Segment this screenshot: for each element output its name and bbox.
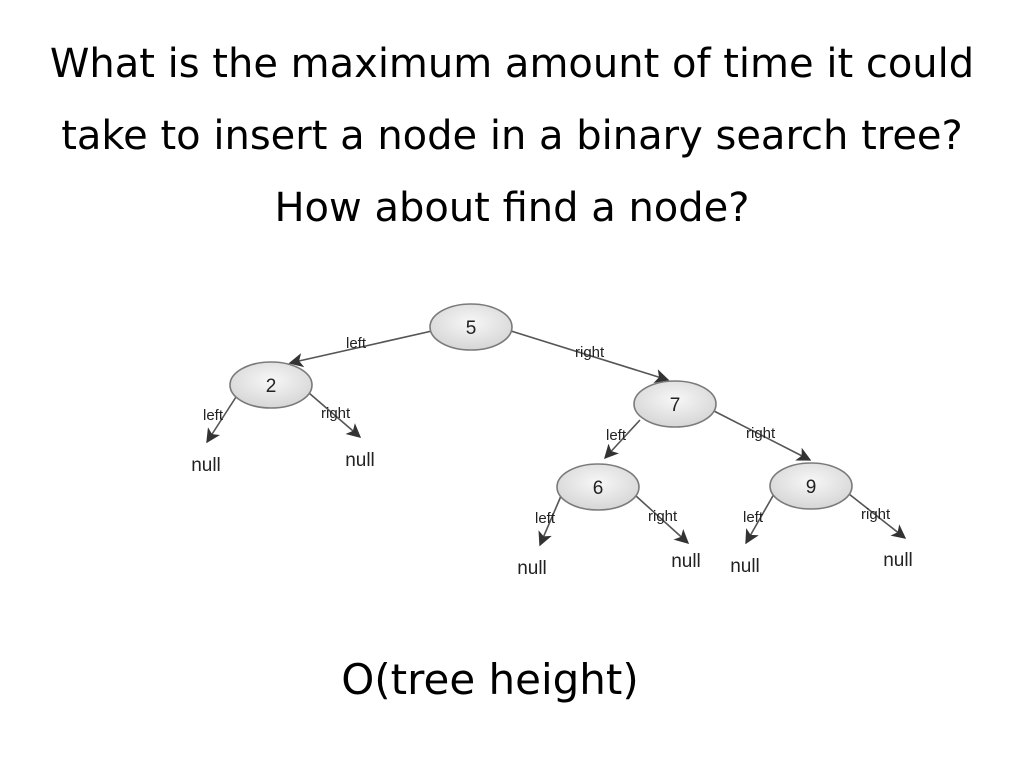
edge-label-right: right bbox=[746, 425, 776, 442]
null-leaf: null bbox=[191, 455, 221, 476]
tree-node: 6 bbox=[556, 463, 640, 511]
edge-label-left: left bbox=[203, 407, 224, 424]
edge-label-left: left bbox=[535, 510, 556, 527]
null-leaf: null bbox=[345, 450, 375, 471]
edge-5-to-7 bbox=[510, 330, 670, 384]
node-value: 2 bbox=[266, 376, 277, 397]
edge-6-right-null bbox=[635, 495, 690, 544]
edge-label-right: right bbox=[321, 405, 351, 422]
node-value: 7 bbox=[670, 395, 681, 416]
edge-6-left-null bbox=[538, 495, 562, 547]
node-ellipse bbox=[229, 361, 313, 409]
null-leaf: null bbox=[517, 558, 547, 579]
null-leaf: null bbox=[883, 550, 913, 571]
edge-label-left: left bbox=[743, 509, 764, 526]
edge-label-right: right bbox=[648, 508, 678, 525]
answer-text: O(tree height) bbox=[341, 655, 639, 704]
node-value: 5 bbox=[466, 318, 477, 339]
edge-7-to-9 bbox=[711, 409, 812, 461]
edge-9-right-null bbox=[848, 493, 907, 539]
edge-label-right: right bbox=[861, 506, 891, 523]
node-ellipse bbox=[633, 380, 717, 428]
node-ellipse bbox=[429, 303, 513, 351]
edge-9-left-null bbox=[745, 493, 775, 545]
edge-label-left: left bbox=[346, 335, 367, 352]
edge-2-right-null bbox=[308, 392, 362, 438]
node-value: 6 bbox=[593, 478, 604, 499]
node-value: 9 bbox=[806, 477, 817, 498]
null-leaf: null bbox=[671, 551, 701, 572]
node-ellipse bbox=[769, 462, 853, 510]
tree-node: 2 bbox=[229, 361, 313, 409]
edge-5-to-2 bbox=[288, 330, 433, 368]
tree-node: 7 bbox=[633, 380, 717, 428]
node-ellipse bbox=[556, 463, 640, 511]
tree-node: 5 bbox=[429, 303, 513, 351]
tree-node: 9 bbox=[769, 462, 853, 510]
slide-title: What is the maximum amount of time it co… bbox=[49, 41, 975, 231]
edge-label-right: right bbox=[575, 344, 605, 361]
null-leaf: null bbox=[730, 556, 760, 577]
edge-label-left: left bbox=[606, 427, 627, 444]
edge-2-left-null bbox=[206, 396, 237, 444]
edge-7-to-6 bbox=[604, 419, 641, 460]
